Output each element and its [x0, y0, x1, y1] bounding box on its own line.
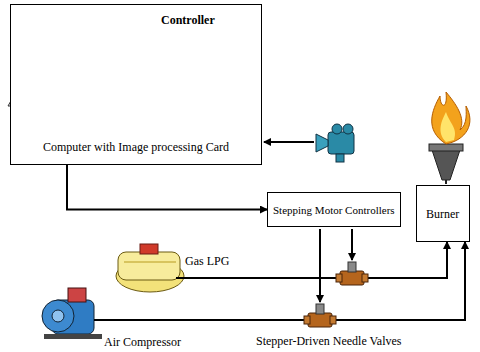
process-box: ControllerComputer with Image processing… — [10, 4, 262, 165]
node-label: Air Compressor — [104, 335, 181, 349]
process-box: Stepping Motor Controllers — [267, 192, 401, 227]
control-signal-line — [351, 229, 353, 260]
process-box: Burner — [416, 185, 470, 242]
air-compressor-icon — [42, 288, 190, 339]
node-caption: Computer with Image processing Card — [43, 140, 229, 154]
flow-arrow — [67, 165, 267, 210]
control-signal-line — [319, 229, 321, 302]
node-label: Stepping Motor Controllers — [273, 203, 395, 217]
device-node: Gas LPG — [118, 243, 232, 284]
device-node: Air Compressor — [38, 288, 190, 350]
needle-valve-symbol — [336, 262, 368, 285]
node-label: Burner — [426, 207, 459, 221]
node-label: Controller — [161, 13, 215, 27]
flow-arrow — [190, 242, 465, 320]
flow-arrow — [232, 242, 447, 278]
gas-cylinder-icon — [116, 244, 232, 292]
video-signal-line — [264, 141, 314, 143]
node-label: Gas LPG — [185, 254, 229, 268]
part-label: Stepper-Driven Needle Valves — [256, 334, 402, 348]
video-camera-icon — [316, 124, 354, 162]
burner-flame-icon — [429, 92, 470, 184]
needle-valve-symbol — [304, 304, 336, 327]
